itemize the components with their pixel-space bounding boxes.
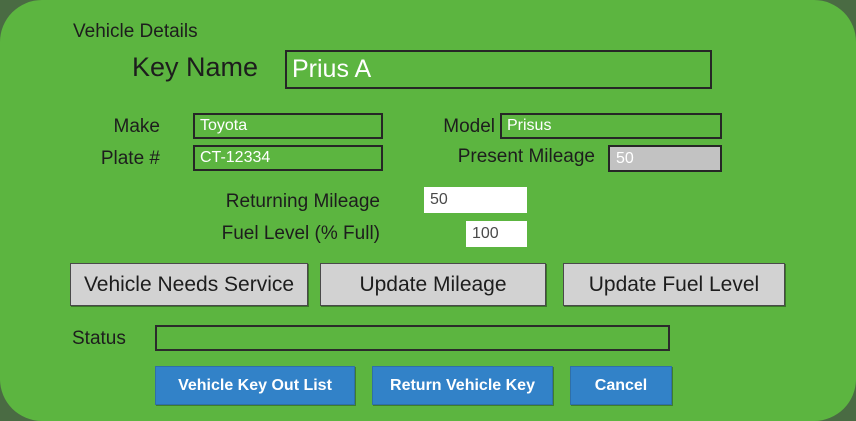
section-title: Vehicle Details [73, 21, 198, 42]
fuel-level-label: Fuel Level (% Full) [221, 223, 380, 244]
plate-number-input[interactable]: CT-12334 [193, 145, 383, 171]
vehicle-needs-service-button[interactable]: Vehicle Needs Service [70, 263, 308, 306]
make-label: Make [113, 116, 160, 137]
key-name-input[interactable]: Prius A [285, 50, 712, 89]
make-input[interactable]: Toyota [193, 113, 383, 139]
key-name-label: Key Name [132, 52, 259, 82]
update-mileage-button[interactable]: Update Mileage [320, 263, 546, 306]
vehicle-key-out-list-button[interactable]: Vehicle Key Out List [155, 366, 355, 405]
cancel-button[interactable]: Cancel [570, 366, 672, 405]
status-label: Status [72, 328, 126, 349]
present-mileage-label: Present Mileage [457, 146, 595, 167]
update-fuel-level-button[interactable]: Update Fuel Level [563, 263, 785, 306]
fuel-level-input[interactable]: 100 [466, 221, 527, 247]
returning-mileage-label: Returning Mileage [225, 191, 380, 212]
status-input[interactable] [155, 325, 670, 351]
returning-mileage-input[interactable]: 50 [424, 187, 527, 213]
return-vehicle-key-button[interactable]: Return Vehicle Key [372, 366, 553, 405]
model-input[interactable]: Prisus [500, 113, 722, 139]
present-mileage-input[interactable]: 50 [608, 145, 722, 172]
model-label: Model [443, 116, 495, 137]
plate-number-label: Plate # [100, 148, 160, 169]
